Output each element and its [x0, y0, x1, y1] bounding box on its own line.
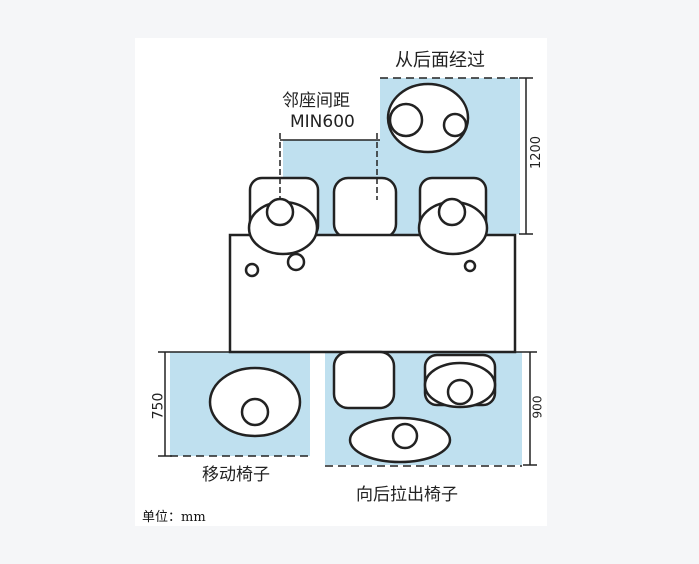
unit-note: 单位：mm: [142, 510, 206, 525]
label-move-chair: 移动椅子: [202, 465, 270, 485]
label-adjacent-spacing: 邻座间距: [282, 91, 350, 111]
dimension-750: 750: [150, 392, 167, 420]
label-pass-behind: 从后面经过: [395, 50, 485, 71]
dimension-lines: [158, 77, 537, 467]
label-min-spacing: MIN600: [290, 112, 355, 132]
chair-bottom-middle: [332, 350, 396, 410]
dimension-1200: 1200: [529, 135, 545, 170]
dimension-900: 900: [530, 395, 545, 419]
label-pull-chair-back: 向后拉出椅子: [356, 485, 458, 505]
chair-top-middle: [332, 176, 398, 240]
